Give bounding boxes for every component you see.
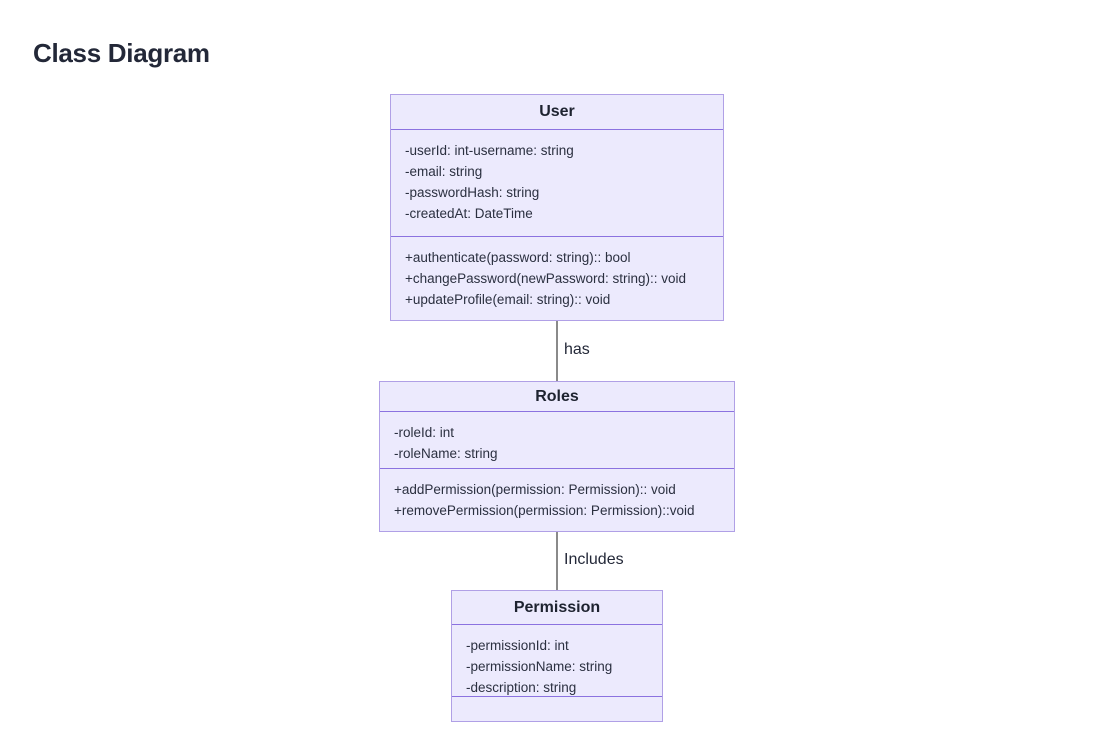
class-member: +authenticate(password: string):: bool (405, 250, 631, 265)
connector-user-roles (556, 321, 558, 381)
class-name-roles: Roles (380, 382, 734, 412)
class-methods-user: +authenticate(password: string):: bool +… (391, 237, 723, 320)
class-box-permission[interactable]: Permission -permissionId: int -permissio… (451, 590, 663, 722)
class-member: -roleName: string (394, 446, 498, 461)
class-box-user[interactable]: User -userId: int-username: string -emai… (390, 94, 724, 321)
class-name-user: User (391, 95, 723, 131)
class-methods-roles: +addPermission(permission: Permission)::… (380, 469, 734, 531)
class-methods-permission (452, 697, 662, 717)
class-attributes-user: -userId: int-username: string -email: st… (391, 130, 723, 237)
class-member: -permissionName: string (466, 659, 613, 674)
class-member: +updateProfile(email: string):: void (405, 292, 611, 307)
class-box-roles[interactable]: Roles -roleId: int -roleName: string +ad… (379, 381, 735, 532)
class-name-permission: Permission (452, 591, 662, 625)
class-member: -createdAt: DateTime (405, 206, 533, 222)
class-attributes-roles: -roleId: int -roleName: string (380, 412, 734, 469)
edge-label-user-roles: has (564, 341, 590, 358)
class-member: -passwordHash: string (405, 185, 540, 201)
page-title: Class Diagram (33, 38, 210, 68)
class-member: -userId: int-username: string (405, 143, 574, 159)
connector-roles-permission (556, 532, 558, 590)
class-member: +removePermission(permission: Permission… (394, 503, 695, 518)
class-member: -permissionId: int (466, 638, 569, 653)
class-member: -description: string (466, 680, 577, 695)
class-attributes-permission: -permissionId: int -permissionName: stri… (452, 625, 662, 697)
edge-label-roles-permission: Includes (564, 551, 624, 568)
class-member: +addPermission(permission: Permission)::… (394, 482, 676, 497)
class-member: -email: string (405, 164, 483, 180)
class-member: -roleId: int (394, 425, 455, 440)
class-member: +changePassword(newPassword: string):: v… (405, 271, 687, 286)
